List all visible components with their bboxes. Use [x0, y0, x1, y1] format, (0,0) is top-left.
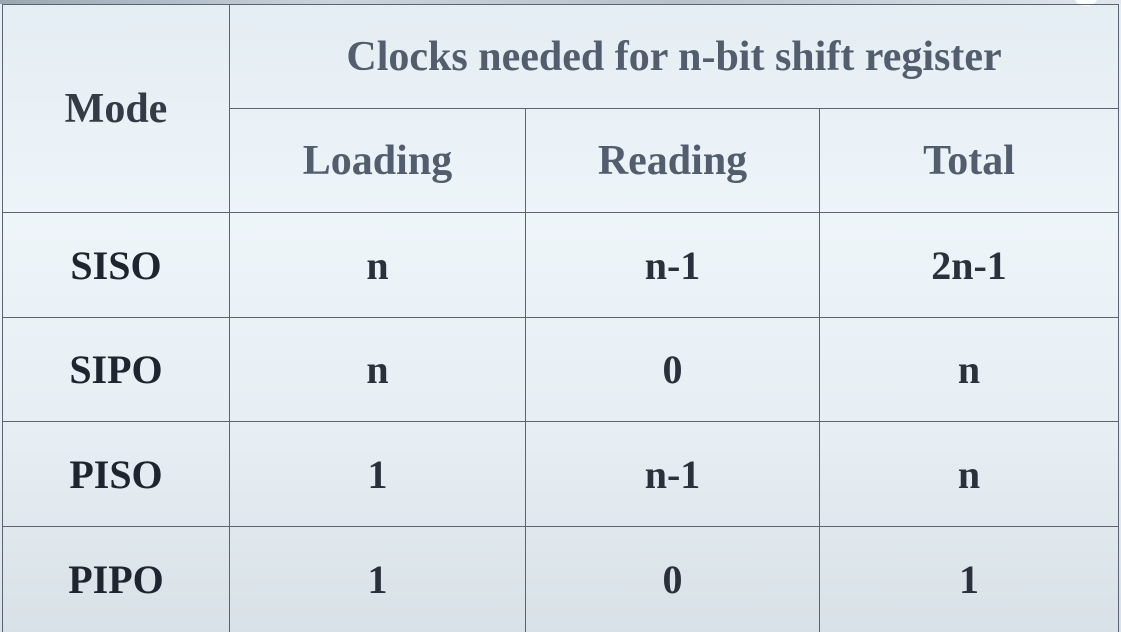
table-row: PISO 1 n-1 n — [2, 421, 1120, 527]
row-mode-siso: SISO — [2, 212, 230, 318]
row-mode-pipo: PIPO — [2, 526, 230, 632]
mode-header: Mode — [2, 4, 230, 213]
progress-dot — [1075, 0, 1097, 6]
cell-total: 1 — [818, 526, 1120, 632]
cell-reading: 0 — [525, 317, 820, 422]
table-row: PIPO 1 0 1 — [2, 526, 1120, 632]
cell-reading: n-1 — [525, 212, 820, 318]
header-row-caption: Mode Clocks needed for n-bit shift regis… — [2, 4, 1120, 213]
cell-total: n — [818, 317, 1120, 422]
column-header-total: Total — [818, 108, 1120, 213]
row-mode-piso: PISO — [2, 421, 230, 527]
cell-loading: 1 — [229, 421, 526, 527]
cell-loading: 1 — [229, 526, 526, 632]
column-header-loading: Loading — [229, 108, 526, 213]
cell-reading: 0 — [525, 526, 820, 632]
cell-loading: n — [229, 212, 526, 318]
column-header-reading: Reading — [525, 108, 820, 213]
cell-total: 2n-1 — [818, 212, 1120, 318]
row-mode-sipo: SIPO — [2, 317, 230, 422]
shift-register-clock-table: Mode Clocks needed for n-bit shift regis… — [2, 4, 1120, 632]
header-row-columns: Loading Reading Total — [3, 108, 1120, 213]
video-top-strip — [0, 0, 1121, 4]
table-row: SIPO n 0 n — [2, 317, 1120, 422]
cell-reading: n-1 — [525, 421, 820, 527]
cell-loading: n — [229, 317, 526, 422]
table-caption: Clocks needed for n-bit shift register — [228, 4, 1120, 109]
cell-total: n — [818, 421, 1120, 527]
table-row: SISO n n-1 2n-1 — [2, 212, 1120, 318]
